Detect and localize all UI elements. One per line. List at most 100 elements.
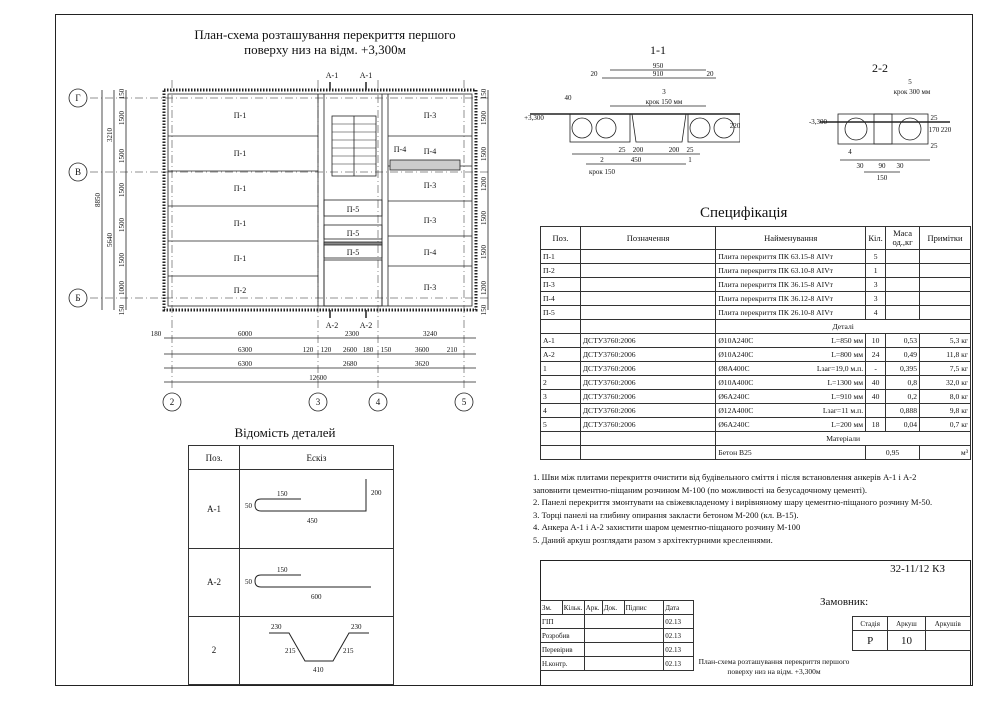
slab-label: П-1 (234, 111, 246, 120)
slab-label: П-4 (424, 248, 436, 257)
dim-label: 450 (307, 517, 318, 525)
note-line: 5. Даний аркуш розглядати разом з архіте… (533, 534, 773, 545)
plan-title-line2: поверху низ на відм. +3,300м (244, 42, 406, 57)
table-cell: 32,0 кг (919, 375, 971, 390)
table-cell: П-1 (540, 249, 581, 264)
section-label: Деталі (715, 319, 971, 334)
dim-label: 1500 (118, 253, 126, 268)
table-cell: ДСТУ3760:2006 (579, 417, 717, 432)
step-label: крок 300 мм (894, 88, 931, 96)
dim-label: 1500 (480, 147, 488, 162)
table-cell: 0,04 (885, 417, 921, 432)
axis-label: В (75, 167, 81, 177)
axis-label: Б (75, 293, 80, 303)
dim-label: 1000 (118, 281, 126, 296)
dim-label: 200 (669, 146, 680, 154)
date: 02.13 (663, 642, 694, 657)
axis-label: 4 (376, 397, 381, 407)
date: 02.13 (663, 656, 694, 671)
section-1-1: 1-1 +3,300 950 910 20 20 3 крок 150 мм 4… (524, 43, 740, 176)
dim-label: 170 (929, 126, 940, 134)
table-cell (919, 277, 971, 292)
sheet-number: 10 (887, 630, 926, 651)
note-line: 4. Анкера А-1 і А-2 захистити шаром цеме… (533, 522, 801, 532)
axis-label: 3 (316, 397, 321, 407)
slab-label: П-3 (424, 283, 436, 292)
table-cell (865, 403, 887, 418)
dim-label: 2680 (343, 360, 358, 368)
dim-label: 20 (707, 70, 715, 78)
elevation-mark: +3,300 (524, 114, 544, 122)
column-header: Поз. (540, 226, 581, 250)
bar-mark: Ø10А240С (718, 349, 754, 359)
axis-label: 5 (462, 397, 467, 407)
bar-length: L=850 мм (831, 335, 864, 345)
dim-label: 8850 (94, 193, 102, 208)
dim-label: 3240 (423, 330, 438, 338)
dim-label: 600 (311, 593, 322, 601)
table-cell (579, 305, 717, 320)
table-cell (579, 263, 717, 278)
table-cell: П-2 (540, 263, 581, 278)
slab-label: П-4 (424, 147, 436, 156)
table-cell: А-1 (540, 333, 581, 348)
bar-length: L=1300 мм (827, 377, 864, 387)
note-line: 2. Панелі перекриття змонтувати на свіже… (533, 497, 933, 507)
table-cell: м³ (919, 445, 971, 460)
table-cell: П-5 (540, 305, 581, 320)
position-label: 4 (848, 148, 852, 156)
dim-label: 3600 (415, 346, 430, 354)
dim-label: 220 (730, 122, 740, 130)
table-cell: 0,2 (885, 389, 921, 404)
dim-label: 25 (687, 146, 695, 154)
axis-label: Г (75, 93, 80, 103)
dim-label: 150 (480, 304, 488, 315)
table-row: Матеріали (540, 431, 971, 446)
slab-label: П-1 (234, 184, 246, 193)
dim-label: 1500 (118, 218, 126, 233)
dim-label: 150 (877, 174, 888, 182)
detail-sketch: 230 230 215 215 410 (239, 615, 394, 686)
bar-length: L=800 мм (831, 349, 864, 359)
floor-plan: Г В Б 2 3 4 5 А-1 А-1 А-2 А-2 П-1 П-1 П-… (68, 71, 490, 412)
dim-label: 6300 (238, 360, 253, 368)
slab-label: П-4 (394, 145, 406, 154)
dim-total: 12600 (309, 374, 327, 382)
dim-label: 120 (303, 346, 314, 354)
table-cell: 0,888 (885, 403, 921, 418)
detail-pos: 2 (188, 615, 240, 686)
bar-mark: Ø6А240С (718, 419, 750, 429)
slab-label: П-5 (347, 229, 359, 238)
slab-label: П-5 (347, 248, 359, 257)
column-header: Арк. (583, 600, 603, 615)
dim-label: 150 (118, 88, 126, 99)
dim-label: 25 (931, 114, 939, 122)
table-row: Поз. Позначення Найменування Кіл. Маса о… (540, 226, 971, 250)
table-cell (885, 277, 921, 292)
dim-label: 150 (277, 566, 288, 574)
column-header: Позначення (579, 226, 717, 250)
detail-pos: А-2 (188, 547, 240, 617)
column-header: Аркушів (924, 616, 972, 631)
table-row: Деталі (540, 319, 971, 334)
dim-label: 220 (941, 126, 952, 134)
table-row: А-2 150 50 600 (188, 547, 394, 617)
table-cell (579, 277, 717, 292)
dim-label: 950 (653, 62, 664, 70)
table-cell: Плита перекриття ПК 36.12-8 AIVт (715, 291, 867, 306)
table-cell (885, 291, 921, 306)
elevation-mark: -3,300 (809, 118, 828, 126)
dim-label: 230 (351, 623, 362, 631)
table-cell (885, 263, 921, 278)
column-header: Док. (601, 600, 625, 615)
dim-label: 1500 (118, 149, 126, 164)
